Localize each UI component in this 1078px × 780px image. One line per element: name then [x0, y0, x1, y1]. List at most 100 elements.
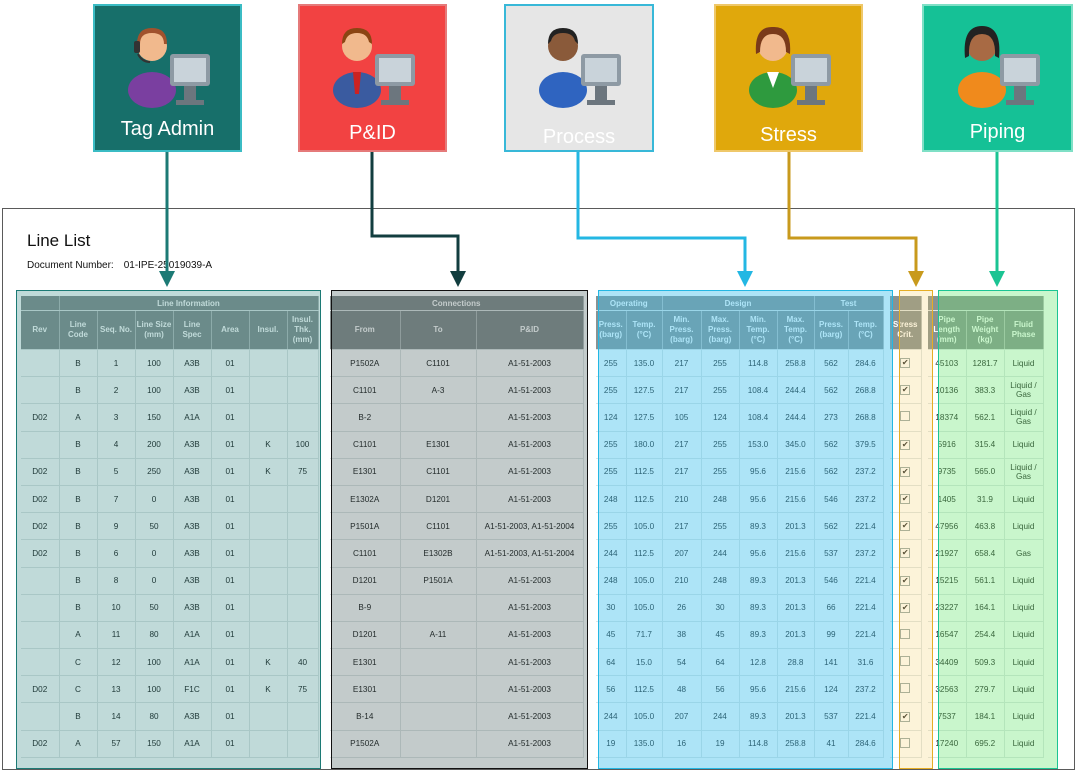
table-cell: 210 — [662, 567, 702, 595]
table-cell: 565.0 — [966, 458, 1005, 486]
stress-critical-checkbox: ✔ — [890, 458, 922, 486]
column-gap — [883, 730, 890, 758]
stress-critical-checkbox: ✔ — [890, 485, 922, 514]
column-gap — [583, 403, 596, 432]
table-cell: 268.8 — [848, 403, 884, 432]
table-cell: 31.6 — [848, 648, 884, 677]
table-cell: 105.0 — [626, 512, 663, 541]
table-cell: A1A — [173, 403, 212, 432]
checkbox-empty-icon — [900, 683, 911, 694]
table-cell: 99 — [814, 621, 849, 650]
stress-critical-checkbox: ✔ — [890, 567, 922, 595]
table-cell: Liquid / Gas — [1004, 403, 1044, 432]
pid-arrow — [370, 152, 466, 287]
table-cell — [287, 702, 319, 731]
table-cell: 28.8 — [777, 648, 815, 677]
stress-critical-checkbox — [890, 675, 922, 704]
table-cell: 15.0 — [626, 648, 663, 677]
column-gap — [883, 539, 890, 567]
table-cell: A3B — [173, 567, 212, 595]
table-cell: A — [59, 403, 98, 432]
column-gap — [883, 567, 890, 595]
column-header: Rev — [21, 310, 60, 350]
column-gap — [583, 648, 596, 676]
table-cell: 18374 — [928, 403, 967, 432]
stress-avatar-icon — [748, 26, 831, 108]
table-cell: 01 — [211, 485, 250, 514]
table-cell: 14 — [97, 702, 136, 731]
column-gap — [921, 539, 928, 567]
table-cell: 01 — [211, 512, 250, 541]
checkbox-checked-icon: ✔ — [900, 575, 911, 586]
table-cell: Liquid — [1004, 431, 1044, 459]
table-cell: A3B — [173, 702, 212, 731]
table-cell: 546 — [814, 485, 849, 514]
table-cell — [249, 349, 288, 378]
table-cell — [400, 594, 477, 622]
table-cell: 114.8 — [739, 349, 778, 378]
table-cell: 562 — [814, 512, 849, 541]
stress-arrow — [787, 152, 924, 287]
table-cell: Liquid — [1004, 567, 1044, 595]
table-cell: 95.6 — [739, 458, 778, 486]
table-cell: 383.3 — [966, 376, 1005, 405]
checkbox-checked-icon: ✔ — [900, 711, 911, 722]
table-cell: D02 — [21, 485, 60, 514]
column-gap — [921, 567, 928, 595]
column-gap — [318, 621, 330, 649]
table-cell: K — [249, 431, 288, 459]
table-cell — [287, 349, 319, 378]
column-header: Press. (barg) — [596, 310, 627, 350]
table-cell: P1502A — [330, 349, 401, 378]
table-cell: P1501A — [400, 567, 477, 595]
checkbox-checked-icon: ✔ — [900, 602, 911, 613]
table-cell: 8 — [97, 567, 136, 595]
table-cell: D02 — [21, 512, 60, 541]
table-cell: 135.0 — [626, 730, 663, 758]
role-card-tag-admin: Tag Admin — [93, 4, 242, 152]
table-cell: A1-51-2003 — [476, 458, 584, 486]
table-cell: 284.6 — [848, 349, 884, 378]
table-cell: A1A — [173, 648, 212, 677]
document-number-label: Document Number: — [27, 260, 114, 271]
table-cell: 01 — [211, 458, 250, 486]
table-cell: Liquid — [1004, 594, 1044, 622]
column-gap — [583, 539, 596, 567]
column-header: P&ID — [476, 310, 584, 350]
column-gap — [318, 458, 330, 486]
column-gap — [318, 675, 330, 703]
table-cell: 50 — [135, 594, 174, 622]
piping-arrow — [989, 152, 1005, 287]
table-cell: A3B — [173, 594, 212, 622]
column-header: Temp. (°C) — [626, 310, 663, 350]
table-cell: 01 — [211, 730, 250, 758]
table-cell: 45103 — [928, 349, 967, 378]
column-header: Area — [211, 310, 250, 350]
table-cell: 0 — [135, 539, 174, 568]
column-gap — [318, 431, 330, 459]
table-cell: 01 — [211, 594, 250, 622]
stress-critical-checkbox: ✔ — [890, 512, 922, 541]
table-cell: 217 — [662, 431, 702, 459]
column-gap — [921, 349, 928, 377]
column-gap — [883, 512, 890, 540]
table-cell — [21, 702, 60, 731]
table-cell — [21, 648, 60, 677]
table-cell: 01 — [211, 621, 250, 650]
table-cell: 244 — [596, 539, 627, 568]
table-cell: Liquid — [1004, 730, 1044, 758]
table-cell: 16547 — [928, 621, 967, 650]
table-cell: 215.6 — [777, 539, 815, 568]
table-cell: 112.5 — [626, 458, 663, 486]
table-cell: 562 — [814, 458, 849, 486]
table-cell: 2 — [97, 376, 136, 405]
column-gap — [883, 594, 890, 622]
table-cell — [287, 403, 319, 432]
table-cell: 13 — [97, 675, 136, 704]
column-gap — [318, 296, 330, 311]
stress-critical-checkbox: ✔ — [890, 431, 922, 459]
table-cell: 562 — [814, 376, 849, 405]
table-cell: 255 — [596, 512, 627, 541]
table-cell: 124 — [814, 675, 849, 704]
